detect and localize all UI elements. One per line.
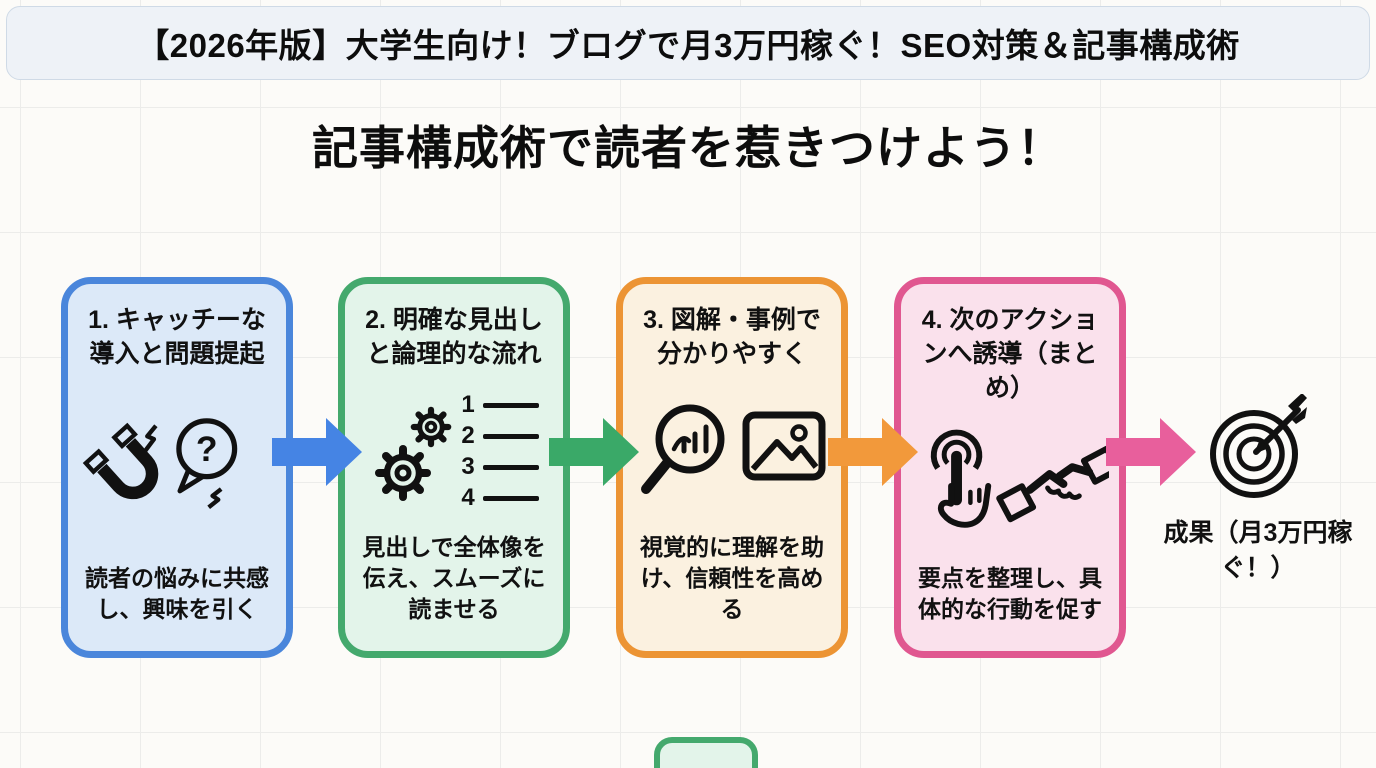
- gears-icon: [375, 406, 452, 501]
- magnifier-chart-icon: [641, 404, 725, 494]
- step-1-title: 1. キャッチーな導入と問題提起: [88, 306, 266, 368]
- step-3-title: 3. 図解・事例で分かりやすく: [643, 306, 821, 368]
- step-4-description: 要点を整理し、具体的な行動を促す: [918, 564, 1102, 622]
- header-banner: 【2026年版】大学生向け！ブログで月3万円稼ぐ！SEO対策＆記事構成術: [6, 6, 1370, 80]
- step-1-icons: ?: [78, 372, 276, 563]
- numbered-list-icon: 1 2 3 4: [461, 393, 539, 510]
- target-icon: [1210, 394, 1307, 498]
- step-3-icons: [633, 372, 831, 532]
- flow-arrow-4: [1106, 418, 1196, 486]
- step-1-description: 読者の悩みに共感し、興味を引く: [85, 564, 269, 622]
- step-card-4: 4. 次のアクションへ誘導（まとめ）: [894, 277, 1126, 658]
- svg-text:?: ?: [196, 429, 218, 469]
- flow-arrow-3: [828, 418, 918, 486]
- partial-card-bottom: [654, 737, 758, 768]
- result-label: 成果（月3万円稼ぐ！）: [1163, 519, 1353, 582]
- step-card-1: 1. キャッチーな導入と問題提起 ? 読者の悩みに共感し、興味: [61, 277, 293, 658]
- step-2-description: 見出しで全体像を伝え、スムーズに読ませる: [362, 533, 546, 622]
- header-title: 【2026年版】大学生向け！ブログで月3万円稼ぐ！SEO対策＆記事構成術: [136, 27, 1240, 64]
- step-3-description: 視覚的に理解を助け、信頼性を高める: [640, 533, 824, 622]
- question-bubble-icon: ?: [176, 418, 238, 494]
- step-2-title: 2. 明確な見出しと論理的な流れ: [365, 306, 543, 368]
- step-card-3: 3. 図解・事例で分かりやすく 視覚的に理解を助け、信頼性を高める: [616, 277, 848, 658]
- flow-arrow-2: [549, 418, 639, 486]
- flow-arrow-1: [272, 418, 362, 486]
- magnet-icon: ?: [82, 418, 238, 510]
- step-4-icons: [911, 405, 1109, 563]
- handshake-icon: [996, 445, 1109, 523]
- step-card-2: 2. 明確な見出しと論理的な流れ: [338, 277, 570, 658]
- main-title: 記事構成術で読者を惹きつけよう！: [312, 122, 1064, 174]
- tap-icon: [930, 429, 992, 528]
- step-2-icons: 1 2 3 4: [355, 372, 553, 532]
- spark-icon: [143, 424, 223, 510]
- step-4-icon-group: [930, 429, 1109, 528]
- image-icon: [742, 411, 826, 481]
- step-4-title: 4. 次のアクションへ誘導（まとめ）: [921, 306, 1099, 402]
- step-3-icon-group: [641, 404, 826, 494]
